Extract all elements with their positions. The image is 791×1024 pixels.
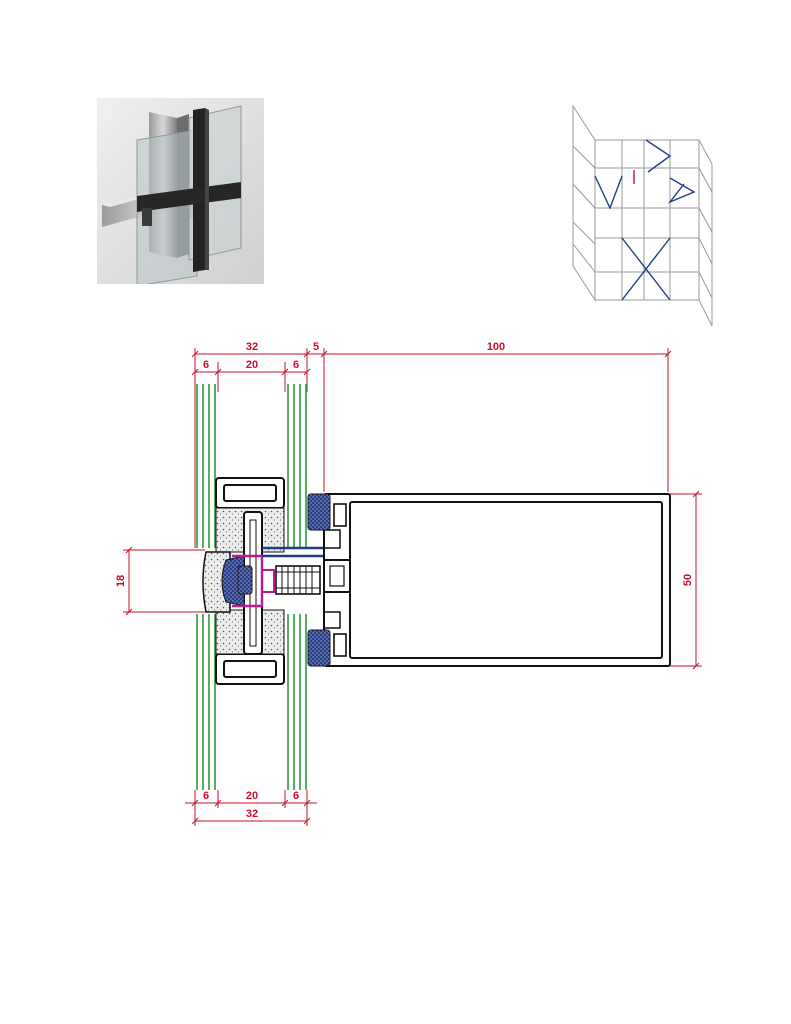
dim-right-height: 50 <box>682 574 694 586</box>
mullion-profile <box>307 493 671 667</box>
dim-bottom-overall: 32 <box>246 808 258 820</box>
dim-top-glass-left: 6 <box>203 359 209 371</box>
dim-top-overall: 32 <box>246 341 258 353</box>
dimension-labels: 32 5 100 6 20 6 18 50 6 20 6 32 <box>115 341 694 820</box>
curtain-wall-elevation <box>566 104 718 328</box>
dim-left-height: 18 <box>115 575 127 587</box>
dim-bottom-glass-left: 6 <box>203 790 209 802</box>
dim-top-offset: 5 <box>313 341 319 353</box>
dim-bottom-cavity: 20 <box>246 790 258 802</box>
dim-bottom-glass-right: 6 <box>293 790 299 802</box>
dim-top-depth: 100 <box>487 341 505 353</box>
curtain-wall-photo <box>97 98 264 284</box>
dim-top-glass-right: 6 <box>293 359 299 371</box>
glass-panes <box>196 384 307 790</box>
curtain-wall-elevation-icon <box>572 104 713 327</box>
curtain-wall-photo-icon <box>97 98 264 284</box>
dim-top-cavity: 20 <box>246 359 258 371</box>
